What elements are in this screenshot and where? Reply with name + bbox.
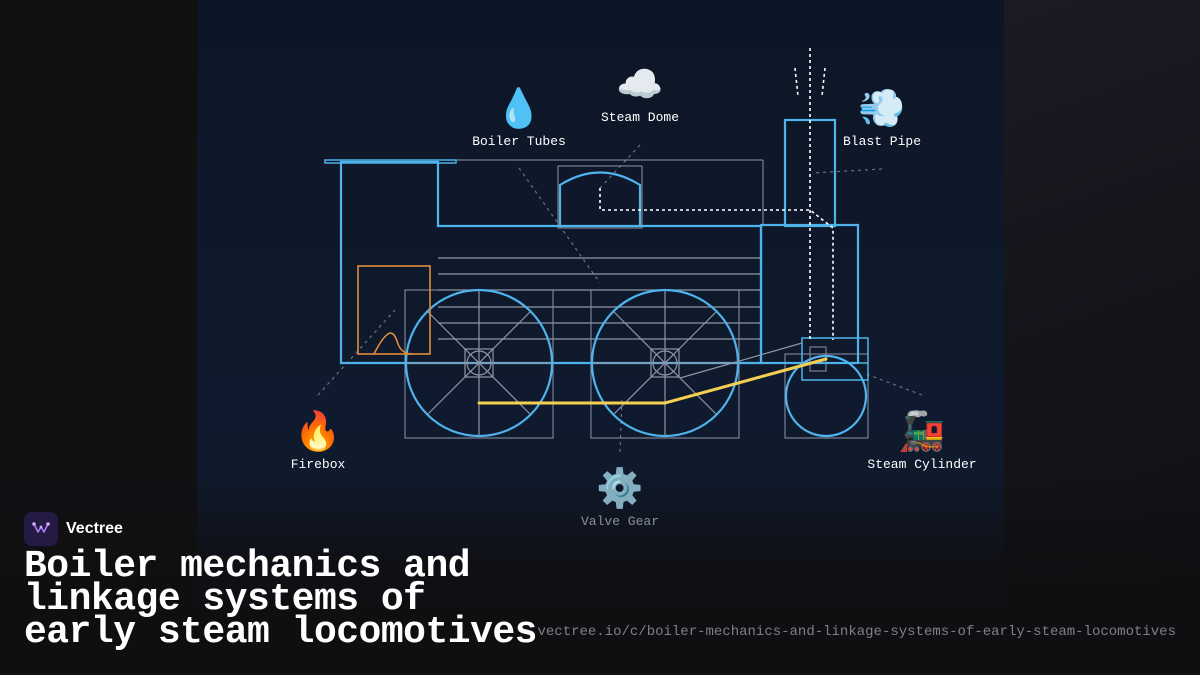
construction-boxes bbox=[404, 159, 869, 439]
callout-blast-pipe: 💨 Blast Pipe bbox=[843, 86, 921, 149]
leader-lines bbox=[317, 144, 923, 453]
callout-boiler-tubes: 💧 Boiler Tubes bbox=[472, 86, 566, 149]
callout-steam-cylinder: 🚂 Steam Cylinder bbox=[867, 409, 976, 472]
locomotive-icon: 🚂 bbox=[898, 409, 946, 453]
label-boiler-tubes: Boiler Tubes bbox=[472, 134, 566, 149]
water-drop-icon: 💧 bbox=[495, 86, 543, 130]
brand-name: Vectree bbox=[66, 520, 123, 537]
label-steam-dome: Steam Dome bbox=[600, 110, 680, 125]
vectree-logo bbox=[24, 512, 58, 546]
page-url[interactable]: vectree.io/c/boiler-mechanics-and-linkag… bbox=[537, 624, 1176, 640]
dash-wind-icon: 💨 bbox=[858, 86, 906, 130]
boiler-tube-lines bbox=[438, 257, 761, 340]
label-valve-gear: Valve Gear bbox=[580, 514, 660, 529]
firebox-shape bbox=[357, 265, 431, 355]
gear-icon: ⚙️ bbox=[596, 466, 644, 510]
valve-linkage bbox=[477, 357, 828, 405]
cloud-icon: ☁️ bbox=[616, 62, 664, 106]
fire-icon: 🔥 bbox=[294, 409, 342, 453]
callout-steam-dome: ☁️ Steam Dome bbox=[601, 62, 679, 125]
callout-valve-gear: ⚙️ Valve Gear bbox=[581, 466, 659, 529]
callout-firebox: 🔥 Firebox bbox=[291, 409, 346, 472]
label-firebox: Firebox bbox=[290, 457, 346, 472]
label-steam-cylinder: Steam Cylinder bbox=[867, 457, 977, 472]
label-blast-pipe: Blast Pipe bbox=[842, 134, 922, 149]
vectree-logo-icon bbox=[32, 522, 50, 533]
bottom-fade bbox=[0, 470, 1200, 675]
wheel-spokes bbox=[406, 290, 803, 436]
brand: Vectree bbox=[24, 512, 123, 546]
steam-path bbox=[599, 48, 834, 340]
page-title: Boiler mechanics and linkage systems of … bbox=[24, 545, 538, 654]
